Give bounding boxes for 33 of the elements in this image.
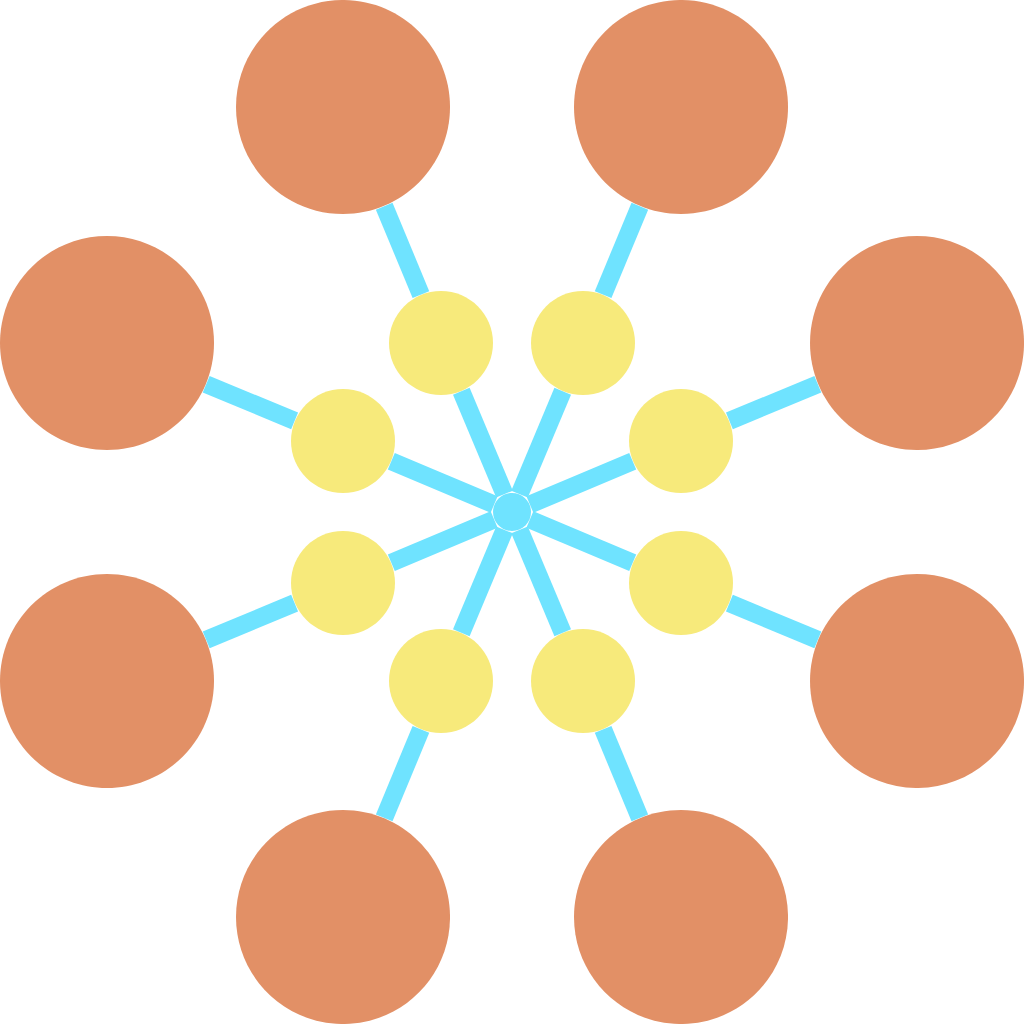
large-circle bbox=[574, 810, 788, 1024]
small-circle bbox=[629, 389, 733, 493]
large-circle bbox=[0, 236, 214, 450]
connector-line bbox=[387, 511, 498, 571]
connector-line bbox=[511, 526, 571, 637]
small-circle bbox=[629, 531, 733, 635]
small-circle bbox=[389, 291, 493, 395]
connector-line bbox=[387, 453, 498, 513]
connector-line bbox=[526, 453, 637, 513]
small-circle bbox=[531, 629, 635, 733]
large-circle bbox=[810, 574, 1024, 788]
small-circle bbox=[389, 629, 493, 733]
connector-line bbox=[453, 387, 513, 498]
connector-line bbox=[453, 526, 513, 637]
large-circle bbox=[810, 236, 1024, 450]
connector-line bbox=[202, 375, 299, 430]
large-circle bbox=[236, 810, 450, 1024]
hub-dot bbox=[493, 493, 531, 531]
connector-line bbox=[375, 202, 430, 299]
connector-line bbox=[202, 594, 299, 649]
small-circle bbox=[291, 389, 395, 493]
connector-line bbox=[511, 387, 571, 498]
small-circle bbox=[291, 531, 395, 635]
large-circle bbox=[574, 0, 788, 214]
large-circle bbox=[236, 0, 450, 214]
connector-line bbox=[526, 511, 637, 571]
connector-line bbox=[594, 725, 649, 822]
connector-line bbox=[725, 594, 822, 649]
small-circle bbox=[531, 291, 635, 395]
connector-line bbox=[375, 725, 430, 822]
connector-line bbox=[594, 202, 649, 299]
large-circle bbox=[0, 574, 214, 788]
connector-line bbox=[725, 375, 822, 430]
